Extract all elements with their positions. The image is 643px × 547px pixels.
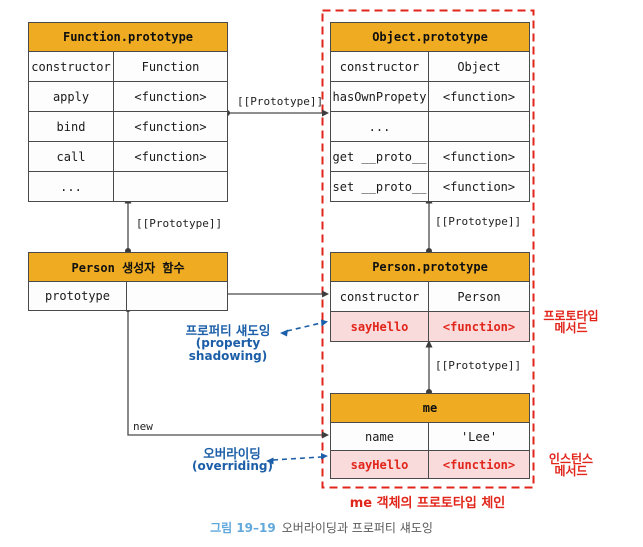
dashed-link-overriding [272, 456, 322, 461]
cell-value [429, 112, 529, 141]
table-title: Function.prototype [29, 23, 227, 52]
cell-key: call [29, 142, 114, 171]
table-row-shadowed-method: sayHello <function> [331, 312, 529, 341]
cell-key: get __proto__ [331, 142, 429, 171]
figure-caption: 그림 19–19 오버라이딩과 프로퍼티 섀도잉 [0, 519, 643, 536]
cell-value: <function> [442, 319, 516, 334]
cell-key: constructor [331, 282, 429, 311]
function-prototype-table: Function.prototype constructor Function … [28, 22, 228, 202]
table-row: hasOwnPropety <function> [331, 82, 529, 112]
table-row: ... [29, 172, 227, 201]
cell-key: sayHello [331, 312, 429, 341]
cell-key: constructor [331, 52, 429, 81]
table-row: call <function> [29, 142, 227, 172]
property-shadowing-label-ko: 프로퍼티 섀도잉 [185, 323, 271, 338]
instance-method-line1: 인스턴스 [548, 452, 594, 466]
table-row: get __proto__ <function> [331, 142, 529, 172]
me-instance-table: me name 'Lee' sayHello <function> [330, 393, 530, 479]
cell-value: <function> [134, 149, 207, 164]
cell-value: <function> [442, 179, 516, 194]
arrowhead-right-blue [321, 453, 328, 460]
cell-key: ... [29, 172, 114, 201]
person-constructor-table: Person 생성자 함수 prototype [28, 252, 228, 311]
cell-key: bind [29, 112, 114, 141]
table-title: Object.prototype [331, 23, 529, 52]
cell-key: constructor [29, 52, 114, 81]
cell-value: 'Lee' [460, 429, 498, 444]
overriding-label: 오버라이딩 (overriding) [192, 446, 273, 473]
table-title: Person 생성자 함수 [29, 253, 227, 282]
cell-key: hasOwnPropety [331, 82, 429, 111]
table-row: apply <function> [29, 82, 227, 112]
arrowhead-right-blue [321, 319, 328, 327]
prototype-method-line2: 메서드 [554, 321, 588, 335]
overriding-label-en: (overriding) [192, 459, 273, 473]
prototype-link-label-left: [[Prototype]] [136, 217, 223, 230]
table-row: ... [331, 112, 529, 142]
cell-value [127, 282, 227, 310]
cell-value: Function [141, 59, 200, 74]
figure-caption-number: 그림 19–19 [210, 521, 276, 535]
arrowhead-right [322, 431, 329, 439]
table-row: prototype [29, 282, 227, 310]
cell-value: <function> [442, 89, 516, 104]
cell-key: name [331, 423, 429, 450]
cell-value: <function> [134, 89, 207, 104]
prototype-link-label-right-lower: [[Prototype]] [435, 359, 522, 372]
cell-key: sayHello [331, 451, 429, 478]
cell-value: Person [457, 289, 501, 304]
cell-value: <function> [442, 457, 516, 472]
object-prototype-table: Object.prototype constructor Object hasO… [330, 22, 530, 202]
figure-caption-title: 오버라이딩과 프로퍼티 섀도잉 [281, 521, 433, 535]
prototype-chain-label: me 객체의 프로토타입 체인 [349, 496, 506, 511]
cell-value: Object [457, 59, 501, 74]
table-row: bind <function> [29, 112, 227, 142]
table-row-overriding-method: sayHello <function> [331, 451, 529, 478]
cell-key: ... [331, 112, 429, 141]
table-title: Person.prototype [331, 253, 529, 282]
instance-method-label: 인스턴스 메서드 [540, 453, 602, 477]
cell-key: apply [29, 82, 114, 111]
property-shadowing-label-en: (property shadowing) [188, 336, 268, 363]
property-shadowing-label: 프로퍼티 섀도잉 (property shadowing) [166, 324, 290, 363]
new-operator-label: new [133, 420, 153, 433]
table-title: me [331, 394, 529, 423]
dashed-link-property-shadowing [286, 322, 322, 332]
cell-key: prototype [29, 282, 127, 310]
overriding-label-ko: 오버라이딩 [203, 446, 261, 461]
prototype-link-label-top: [[Prototype]] [237, 95, 324, 108]
table-row: constructor Function [29, 52, 227, 82]
prototype-link-label-right-upper: [[Prototype]] [435, 215, 522, 228]
instance-method-line2: 메서드 [554, 464, 588, 478]
person-prototype-table: Person.prototype constructor Person sayH… [330, 252, 530, 342]
arrowhead-right [322, 109, 329, 117]
cell-value: <function> [134, 119, 207, 134]
cell-value [114, 172, 227, 201]
cell-value: <function> [442, 149, 516, 164]
table-row: set __proto__ <function> [331, 172, 529, 201]
table-row: constructor Person [331, 282, 529, 312]
prototype-method-label: 프로토타입 메서드 [538, 310, 604, 334]
table-row: constructor Object [331, 52, 529, 82]
arrowhead-right [322, 290, 329, 298]
cell-key: set __proto__ [331, 172, 429, 201]
table-row: name 'Lee' [331, 423, 529, 451]
prototype-method-line1: 프로토타입 [543, 309, 599, 323]
